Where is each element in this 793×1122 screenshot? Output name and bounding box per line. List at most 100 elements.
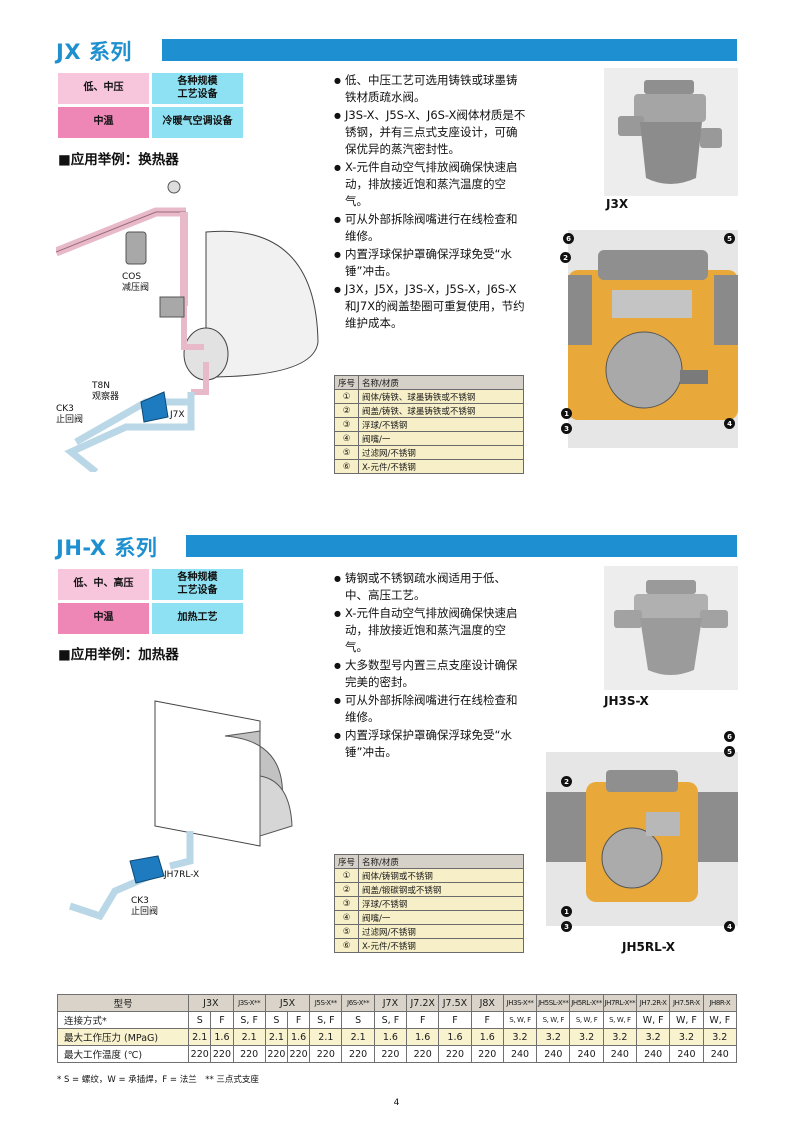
spec-cell: F (406, 1011, 440, 1029)
spec-cell: 1.6 (286, 1028, 311, 1046)
list-item: 低、中压工艺可选用铸铁或球墨铸铁材质疏水阀。 (334, 72, 526, 106)
part-name: 阀盖/锻碳钢或不锈钢 (358, 882, 524, 897)
spec-model: JH3S-X** (502, 994, 538, 1012)
jhx-title-bar (186, 535, 737, 557)
jx-application-title: ■应用举例：换热器 (58, 152, 179, 168)
spec-row-label: 最大工作压力 (MPaG) (56, 1028, 190, 1046)
spec-model: JH7.2R-X (636, 994, 671, 1012)
part-no: ⑥ (333, 459, 360, 474)
part-no: ① (333, 868, 360, 883)
spec-cell: 220 (188, 1045, 212, 1063)
jx-cutaway-image (568, 230, 738, 448)
callout-6: 6 (563, 233, 574, 244)
callout-2: 2 (561, 776, 572, 787)
part-no: ④ (333, 431, 360, 446)
part-name: 阀体/铸铁、球墨铸铁或不锈钢 (358, 389, 524, 404)
spec-cell: 220 (341, 1045, 375, 1063)
spec-cell: 1.6 (438, 1028, 472, 1046)
list-item: 可从外部拆除阀嘴进行在线检查和维修。 (334, 692, 526, 726)
callout-5: 5 (724, 746, 735, 757)
spec-cell: 1.6 (406, 1028, 440, 1046)
jx-feature-list: 低、中压工艺可选用铸铁或球墨铸铁材质疏水阀。 J3S-X、J5S-X、J6S-X… (334, 72, 526, 333)
spec-cell: S (341, 1011, 375, 1029)
spec-table: 型号 J3X J3S-X** J5X J5S-X** J6S-X** J7X J… (56, 994, 738, 1063)
spec-cell: 3.2 (536, 1028, 571, 1046)
spec-model-header: 型号 (56, 994, 190, 1012)
spec-cell: S, W, F (602, 1011, 638, 1029)
parts-header-name: 名称/材质 (358, 375, 524, 390)
parts-header-no: 序号 (333, 854, 360, 869)
part-no: ③ (333, 417, 360, 432)
part-no: ⑤ (333, 924, 360, 939)
jhx-heater-diagram (68, 700, 293, 921)
jhx-cutaway-image (546, 752, 738, 926)
spec-cell: W, F (702, 1011, 738, 1029)
list-item: 内置浮球保护罩确保浮球免受“水锤”冲击。 (334, 727, 526, 761)
callout-4: 4 (724, 418, 735, 429)
spec-model: JH7RL-X** (602, 994, 638, 1012)
spec-cell: 240 (702, 1045, 738, 1063)
callout-3: 3 (561, 423, 572, 434)
spec-cell: S, F (232, 1011, 266, 1029)
jh3sx-product-photo (604, 566, 738, 690)
list-item: 大多数型号内置三点支座设计确保完美的密封。 (334, 657, 526, 691)
spec-cell: 2.1 (232, 1028, 266, 1046)
jhx-label-jh7rl: JH7RL-X (164, 870, 200, 880)
jhx-tag-temperature: 中温 (58, 603, 149, 634)
spec-model: J3X (188, 994, 234, 1012)
spec-cell: 3.2 (502, 1028, 538, 1046)
jx-label-cos: COS 减压阀 (122, 272, 150, 293)
part-name: X-元件/不锈钢 (358, 938, 524, 953)
spec-cell: 3.2 (702, 1028, 738, 1046)
spec-cell: 1.6 (210, 1028, 234, 1046)
list-item: 铸钢或不锈钢疏水阀适用于低、中、高压工艺。 (334, 570, 526, 604)
spec-row-label: 连接方式* (56, 1011, 190, 1029)
table-row: 连接方式* S F S, F S F S, F S S, F F F F S, … (56, 1011, 738, 1029)
part-name: 过滤网/不锈钢 (358, 445, 524, 460)
spec-cell: 220 (309, 1045, 343, 1063)
part-no: ② (333, 403, 360, 418)
jhx-label-ck3: CK3 止回阀 (131, 896, 159, 917)
spec-model: JH5SL-X** (536, 994, 571, 1012)
spec-cell: F (286, 1011, 311, 1029)
part-name: 浮球/不锈钢 (358, 896, 524, 911)
spec-cell: 240 (669, 1045, 704, 1063)
table-row: 最大工作温度 (℃) 220 220 220 220 220 220 220 2… (56, 1045, 738, 1063)
table-row: 型号 J3X J3S-X** J5X J5S-X** J6S-X** J7X J… (56, 994, 738, 1012)
spec-cell: 2.1 (264, 1028, 289, 1046)
spec-model: J5X (264, 994, 311, 1012)
spec-model: J7.2X (406, 994, 440, 1012)
spec-model: J7X (373, 994, 408, 1012)
spec-cell: S, F (373, 1011, 408, 1029)
spec-cell: 240 (636, 1045, 671, 1063)
jx-label-ck3: CK3 止回阀 (56, 404, 84, 425)
spec-cell: 240 (602, 1045, 638, 1063)
spec-cell: 220 (406, 1045, 440, 1063)
list-item: 内置浮球保护罩确保浮球免受“水锤”冲击。 (334, 246, 526, 280)
part-name: 阀嘴/一 (358, 910, 524, 925)
part-name: X-元件/不锈钢 (358, 459, 524, 474)
spec-cell: S, F (309, 1011, 343, 1029)
jhx-tag-equipment: 各种规模 工艺设备 (152, 569, 243, 600)
spec-cell: 220 (373, 1045, 408, 1063)
list-item: X-元件自动空气排放阀确保快速启动，排放接近饱和蒸汽温度的空气。 (334, 605, 526, 656)
spec-cell: 220 (210, 1045, 234, 1063)
callout-1: 1 (561, 906, 572, 917)
jx-title-bar (162, 39, 737, 61)
list-item: X-元件自动空气排放阀确保快速启动，排放接近饱和蒸汽温度的空气。 (334, 159, 526, 210)
callout-5: 5 (724, 233, 735, 244)
jhx-feature-list: 铸钢或不锈钢疏水阀适用于低、中、高压工艺。 X-元件自动空气排放阀确保快速启动，… (334, 570, 526, 762)
part-name: 阀体/铸钢或不锈钢 (358, 868, 524, 883)
part-no: ② (333, 882, 360, 897)
jh5rlx-cutaway-label: JH5RL-X (622, 940, 675, 954)
jhx-section-title: JH-X 系列 (56, 536, 158, 560)
spec-cell: 220 (438, 1045, 472, 1063)
spec-cell: S (188, 1011, 212, 1029)
spec-cell: 2.1 (188, 1028, 212, 1046)
spec-row-label: 最大工作温度 (℃) (56, 1045, 190, 1063)
